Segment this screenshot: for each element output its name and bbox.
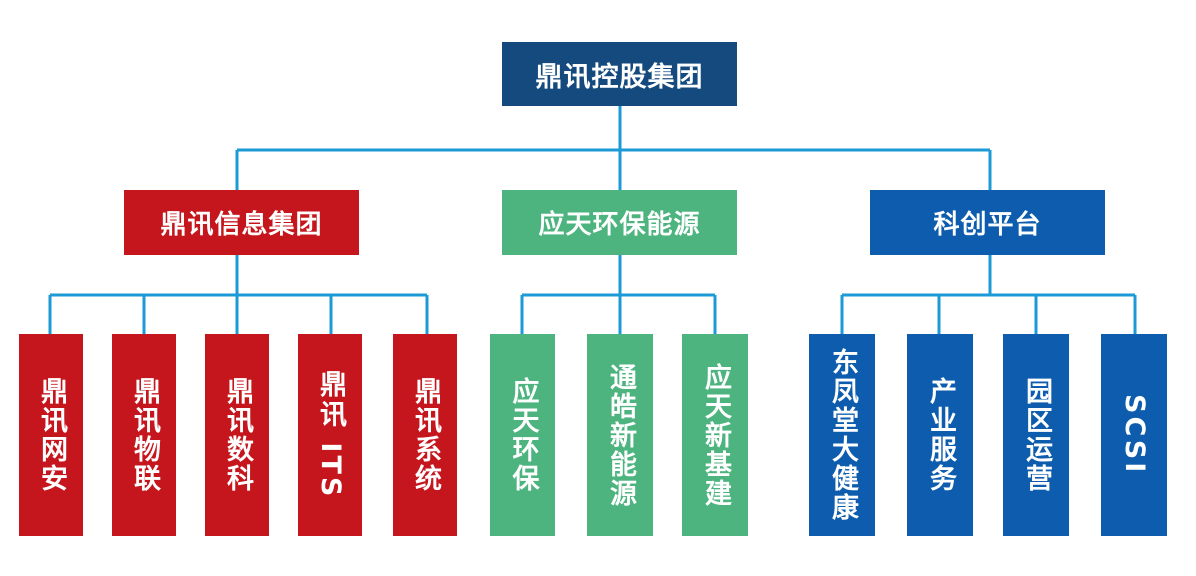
leaf-node-3-3: 园区运营 [1003,334,1069,536]
leaf-node-1-2-label: 鼎讯物联 [129,377,160,493]
root-node-label: 鼎讯控股集团 [535,61,704,93]
leaf-node-1-1-label: 鼎讯网安 [36,377,67,493]
leaf-node-1-1: 鼎讯网安 [19,334,83,536]
leaf-node-3-4: SCSI [1101,334,1167,536]
group-node-2-label: 应天环保能源 [538,210,701,240]
leaf-node-3-1: 东凤堂大健康 [809,334,875,536]
leaf-node-2-1-label: 应天环保 [507,377,539,493]
leaf-node-2-3-label: 应天新基建 [700,362,731,508]
group-node-3: 科创平台 [870,190,1105,255]
leaf-node-1-5-label: 鼎讯系统 [410,377,441,493]
group-node-1: 鼎讯信息集团 [124,190,359,255]
leaf-node-1-4: 鼎讯 ITS [298,334,362,536]
leaf-node-3-4-label: SCSI [1119,394,1150,476]
leaf-node-3-2: 产业服务 [907,334,973,536]
leaf-node-1-2: 鼎讯物联 [112,334,176,536]
leaf-node-2-2: 通皓新能源 [587,334,653,536]
leaf-node-2-3: 应天新基建 [682,334,748,536]
group-node-2: 应天环保能源 [502,190,737,255]
group-node-1-label: 鼎讯信息集团 [160,210,323,240]
root-node: 鼎讯控股集团 [502,42,737,106]
leaf-node-1-5: 鼎讯系统 [393,334,457,536]
leaf-node-3-3-label: 园区运营 [1021,377,1052,493]
leaf-node-2-1: 应天环保 [490,334,555,536]
group-node-3-label: 科创平台 [933,210,1042,240]
leaf-node-3-1-label: 东凤堂大健康 [827,348,858,522]
leaf-node-1-3-label: 鼎讯数科 [222,377,253,493]
leaf-node-1-3: 鼎讯数科 [205,334,269,536]
leaf-node-2-2-label: 通皓新能源 [605,362,636,508]
leaf-node-3-2-label: 产业服务 [925,377,956,493]
leaf-node-1-4-label: 鼎讯 ITS [315,370,346,500]
